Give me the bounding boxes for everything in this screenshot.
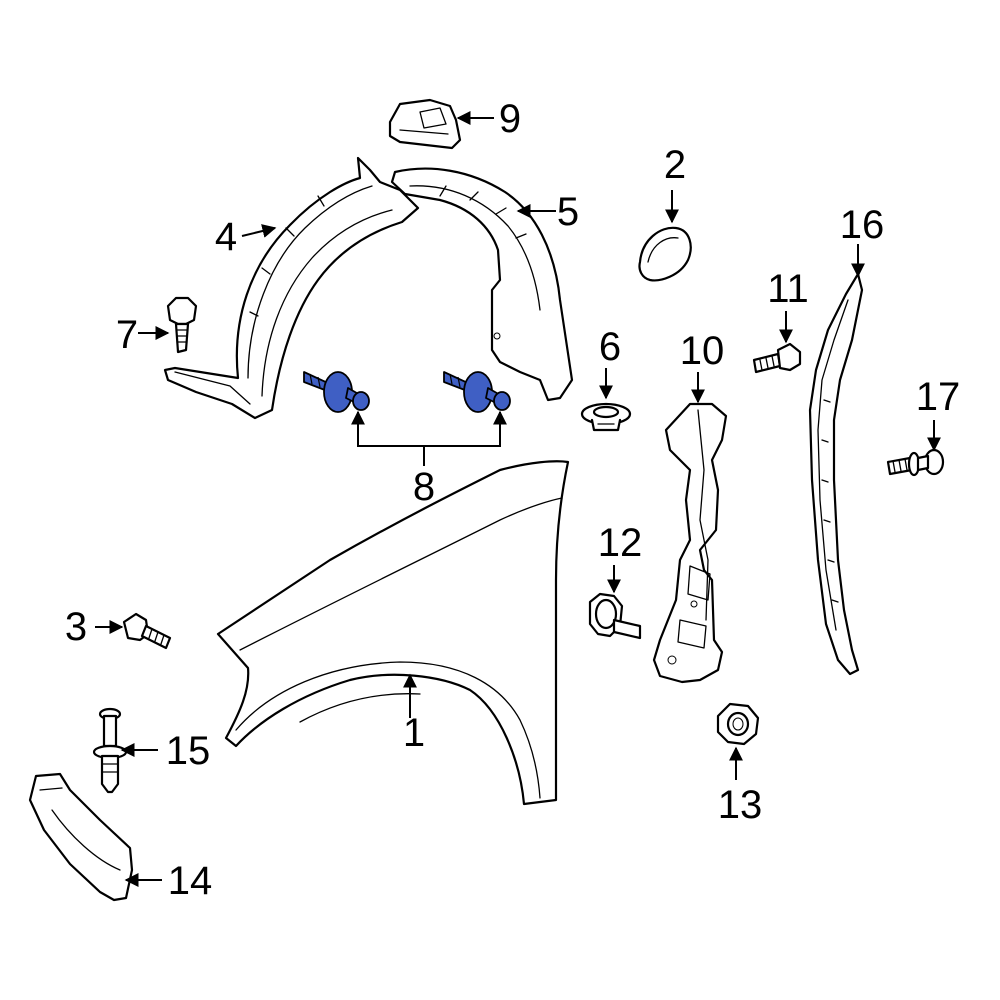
callout-2: 2 bbox=[664, 143, 686, 187]
fender-seal[interactable] bbox=[808, 272, 864, 676]
fender-panel[interactable] bbox=[216, 460, 570, 806]
callout-13: 13 bbox=[718, 783, 763, 827]
bolt-11[interactable] bbox=[752, 342, 802, 374]
fender-cap[interactable] bbox=[638, 226, 692, 282]
nut-13[interactable] bbox=[716, 702, 760, 746]
fender-bracket[interactable] bbox=[652, 402, 728, 684]
bolt-3[interactable] bbox=[122, 612, 172, 650]
callout-15: 15 bbox=[166, 729, 211, 773]
leader-lines bbox=[95, 111, 941, 887]
callout-6: 6 bbox=[599, 325, 621, 369]
push-pin-15[interactable] bbox=[92, 707, 128, 794]
callout-labels: 1 2 3 4 5 6 7 8 9 10 11 12 13 14 15 16 1… bbox=[65, 97, 960, 903]
callout-12: 12 bbox=[598, 521, 643, 565]
push-pin-retainer-left[interactable] bbox=[303, 371, 370, 413]
splash-guard[interactable] bbox=[28, 772, 134, 902]
callout-4: 4 bbox=[215, 215, 237, 259]
fender-liner-front[interactable] bbox=[390, 167, 574, 402]
callout-3: 3 bbox=[65, 605, 87, 649]
grommet[interactable] bbox=[580, 402, 632, 432]
callout-5: 5 bbox=[557, 190, 579, 234]
callout-14: 14 bbox=[168, 859, 213, 903]
callout-16: 16 bbox=[840, 203, 885, 247]
callout-11: 11 bbox=[767, 267, 809, 311]
fender-liner-rear[interactable] bbox=[163, 156, 420, 420]
callout-1: 1 bbox=[403, 711, 425, 755]
screw-17[interactable] bbox=[886, 448, 945, 477]
callout-10: 10 bbox=[680, 329, 725, 373]
bolt-7[interactable] bbox=[166, 296, 198, 354]
push-pin-retainer-right[interactable] bbox=[443, 371, 511, 413]
clip-nut[interactable] bbox=[388, 98, 462, 150]
callout-9: 9 bbox=[499, 97, 521, 141]
callout-17: 17 bbox=[916, 375, 961, 419]
callout-8: 8 bbox=[413, 465, 435, 509]
callout-7: 7 bbox=[116, 313, 138, 357]
stud-12[interactable] bbox=[588, 592, 642, 640]
